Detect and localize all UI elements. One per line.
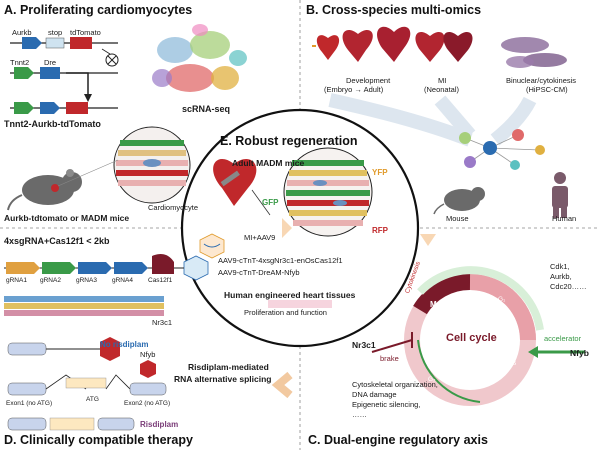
injected-heart	[213, 159, 271, 216]
grna4-label: gRNA4	[112, 277, 133, 284]
arrow-d-c	[271, 371, 293, 399]
crispr-construct	[4, 254, 184, 316]
gene-2: Aurkb,	[550, 272, 572, 281]
panel-c-title: C. Dual-engine regulatory axis	[308, 433, 488, 447]
process-1: Cytoskeletal organization,	[352, 380, 438, 389]
gfp-label: GFP	[262, 198, 279, 207]
aurkb-label: Aurkb	[12, 28, 32, 37]
s-label: S	[512, 360, 517, 367]
scrna-umap	[152, 24, 247, 92]
exon2-label: Exon2 (no ATG)	[124, 400, 171, 407]
exon1-label: Exon1 (no ATG)	[6, 400, 53, 407]
mi-sub: (Neonatal)	[424, 85, 460, 94]
grna2-label: gRNA2	[40, 277, 61, 284]
splicing-diagram	[7, 337, 167, 431]
madm-mice-label: Adult MADM mice	[232, 158, 305, 168]
m-label: M	[430, 300, 437, 309]
nr3c1-label: Nr3c1	[352, 340, 376, 350]
atg-label: ATG	[86, 396, 99, 403]
cas12f1-label: Cas12f1	[148, 277, 173, 284]
nfyb-d-label: Nfyb	[140, 350, 156, 359]
g2-label: G₂	[428, 376, 436, 383]
mi-aav-label: MI+AAV9	[244, 233, 276, 242]
gene-3: Cdc20……	[550, 282, 587, 291]
grna1-label: gRNA1	[6, 277, 27, 284]
cell-cycle-label: Cell cycle	[446, 332, 497, 344]
development-label: Development	[346, 76, 391, 85]
cell-cycle-diagram	[371, 266, 585, 406]
aav-construct-1: AAV9-cTnT-4xsgNr3c1-enOsCas12f1	[218, 256, 343, 265]
panel-d-title: D. Clinically compatible therapy	[4, 433, 193, 447]
mice-label: Aurkb-tdtomato or MADM mice	[4, 213, 130, 223]
rfp-label: RFP	[372, 226, 388, 235]
omics-network	[459, 129, 545, 170]
mouse-b	[433, 187, 485, 215]
cardiomyocyte-label: Cardiomyocyte	[148, 203, 199, 212]
cardiomyocyte-zoom	[113, 126, 191, 204]
hearts-development	[312, 26, 411, 62]
binuclear-sub: (HiPSC-CM)	[526, 85, 568, 94]
tnnt2-label: Tnnt2	[10, 58, 30, 67]
organoid-icons	[183, 233, 225, 281]
construct-aurkb	[10, 37, 119, 67]
panel-a-title: A. Proliferating cardiomyocytes	[4, 3, 193, 17]
mi-label: MI	[438, 76, 447, 85]
result-construct-label: Tnnt2-Aurkb-tdTomato	[4, 119, 101, 129]
binuclear-label: Binuclear/cytokinesis	[506, 76, 577, 85]
tissue-strip	[268, 300, 332, 308]
scrna-label: scRNA-seq	[182, 104, 231, 114]
construct-tnnt2	[10, 67, 118, 102]
construct-result	[10, 102, 118, 114]
mouse-label: Mouse	[446, 214, 469, 223]
arrow-b-c	[420, 234, 436, 246]
no-risdiplam-label: No risdiplam	[100, 340, 149, 349]
brake-label: brake	[380, 354, 399, 363]
development-sub: (Embryo → Adult)	[324, 85, 384, 94]
tissues-label: Human engineered heart tissues	[224, 290, 356, 300]
crispr-title: 4xsgRNA+Cas12f1 < 2kb	[4, 236, 110, 246]
yfp-label: YFP	[372, 168, 388, 177]
nr3c1-target-label: Nr3c1	[152, 318, 173, 327]
tdtomato-label: tdTomato	[70, 28, 101, 37]
process-3: Epigenetic silencing,	[352, 400, 421, 409]
human-label: Human	[552, 214, 577, 223]
hipsc-cells	[501, 37, 567, 68]
stop-label: stop	[48, 28, 63, 37]
hearts-mi	[415, 31, 473, 62]
tissues-sub: Proliferation and function	[244, 308, 327, 317]
mechanism-line1: Risdiplam-mediated	[188, 362, 269, 372]
risdiplam-label: Risdiplam	[140, 420, 179, 429]
panel-e-title: E. Robust regeneration	[220, 134, 358, 148]
gene-1: Cdk1,	[550, 262, 570, 271]
nfyb-c-label: Nfyb	[570, 348, 589, 358]
dre-label: Dre	[44, 58, 57, 67]
human-figure	[552, 172, 568, 218]
process-4: ……	[352, 410, 367, 419]
accelerator-label: accelerator	[544, 334, 582, 343]
grna3-label: gRNA3	[76, 277, 97, 284]
mouse-a	[7, 159, 119, 211]
panel-b-title: B. Cross-species multi-omics	[306, 3, 482, 17]
g1-label: G₁	[498, 296, 506, 303]
madm-zoom	[283, 147, 373, 237]
process-2: DNA damage	[352, 390, 397, 399]
mechanism-line2: RNA alternative splicing	[174, 374, 272, 384]
aav-construct-2: AAV9-cTnT-DreAM-Nfyb	[218, 268, 300, 277]
arrow-a-e	[282, 218, 292, 238]
